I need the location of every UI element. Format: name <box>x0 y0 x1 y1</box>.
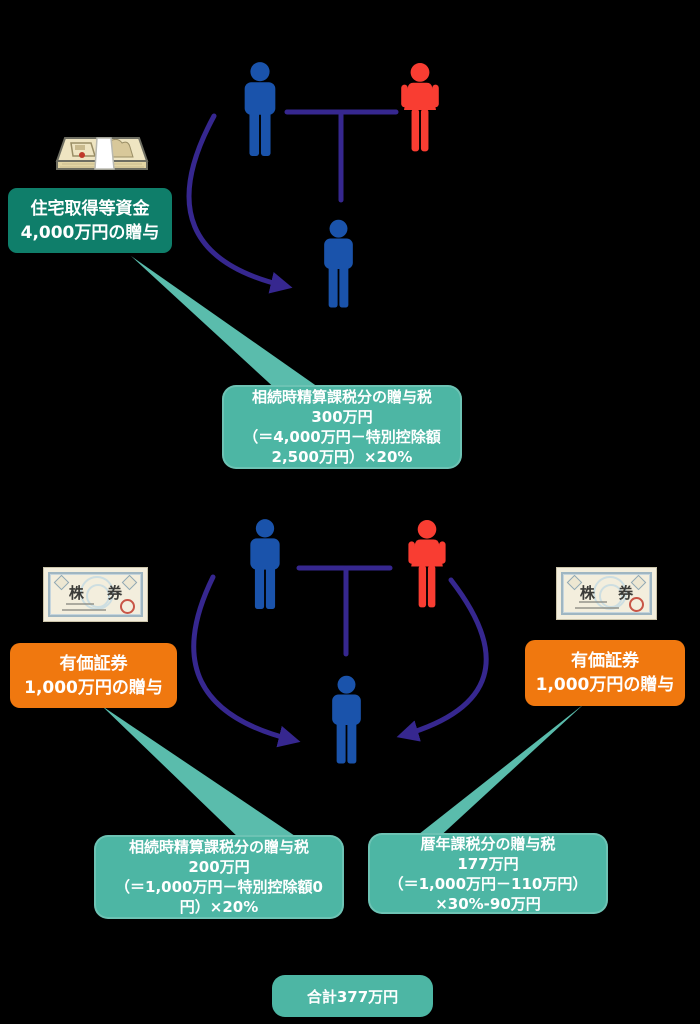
father-icon <box>244 62 276 157</box>
securities-gift-box-left: 有価証券 1,000万円の贈与 <box>10 643 177 708</box>
certificate-frame <box>561 572 652 615</box>
callout-tail-right <box>414 704 584 840</box>
gift-box-line: 1,000万円の贈与 <box>24 677 163 698</box>
father-icon <box>250 519 280 609</box>
gift-arrow-bottom-right <box>396 577 489 742</box>
mother-icon <box>408 520 446 608</box>
gift-box-line: 4,000万円の贈与 <box>20 222 160 243</box>
certificate-fine-print <box>579 601 607 603</box>
banknote-stack-icon <box>55 137 149 170</box>
certificate-fine-print <box>575 607 619 609</box>
stock-certificate-icon: 株 券 <box>43 567 148 622</box>
certificate-fine-print <box>66 603 94 605</box>
tax-callout-line: 177万円 <box>457 854 519 873</box>
son-icon <box>332 675 361 764</box>
callout-tail-left <box>102 706 298 841</box>
gift-box-line: 1,000万円の贈与 <box>535 675 675 695</box>
certificate-frame <box>48 572 143 617</box>
total-label: 合計377万円 <box>306 987 399 1006</box>
tax-callout-line: （＝1,000万円－110万円） <box>388 874 588 893</box>
son-icon <box>324 219 353 308</box>
certificate-title: 株 券 <box>579 584 643 602</box>
gift-box-line: 有価証券 <box>59 653 128 674</box>
tax-callout-line: （＝4,000万円－特別控除額 <box>243 428 441 446</box>
tax-callout-line: 200万円 <box>188 858 250 876</box>
tax-callout-line: 円）×20% <box>179 898 259 916</box>
certificate-guilloche <box>593 576 627 610</box>
mother-icon <box>401 63 439 152</box>
callout-tail-top <box>131 256 318 393</box>
tax-callout-line: 2,500万円）×20% <box>271 448 413 466</box>
annual-tax-callout-right: 暦年課税分の贈与税 177万円 （＝1,000万円－110万円） ×30%-90… <box>368 833 608 914</box>
tax-callout-line: ×30%-90万円 <box>435 894 541 913</box>
certificate-seal <box>629 597 644 612</box>
settlement-tax-callout-left: 相続時精算課税分の贈与税 200万円 （＝1,000万円－特別控除額0 円）×2… <box>94 835 344 919</box>
tax-callout-line: 300万円 <box>311 408 373 426</box>
gift-box-line: 住宅取得等資金 <box>30 198 150 219</box>
tax-callout-line: 相続時精算課税分の贈与税 <box>128 838 309 856</box>
gift-box-line: 有価証券 <box>571 651 639 671</box>
stock-certificate-icon: 株 券 <box>556 567 657 620</box>
settlement-tax-callout-top: 相続時精算課税分の贈与税 300万円 （＝4,000万円－特別控除額 2,500… <box>222 385 462 469</box>
gift-arrow-bottom-left <box>191 574 301 748</box>
certificate-seal <box>120 599 135 614</box>
tax-callout-line: 相続時精算課税分の贈与税 <box>251 388 432 406</box>
total-tax-box: 合計377万円 <box>272 975 433 1017</box>
tax-callout-line: 暦年課税分の贈与税 <box>420 834 556 853</box>
certificate-guilloche <box>86 584 110 608</box>
certificate-title: 株 券 <box>68 584 132 602</box>
gift-arrow-top <box>186 113 293 294</box>
housing-fund-gift-box: 住宅取得等資金 4,000万円の贈与 <box>8 188 172 253</box>
securities-gift-box-right: 有価証券 1,000万円の贈与 <box>525 640 685 706</box>
certificate-fine-print <box>62 609 106 611</box>
tax-callout-line: （＝1,000万円－特別控除額0 <box>115 878 323 896</box>
